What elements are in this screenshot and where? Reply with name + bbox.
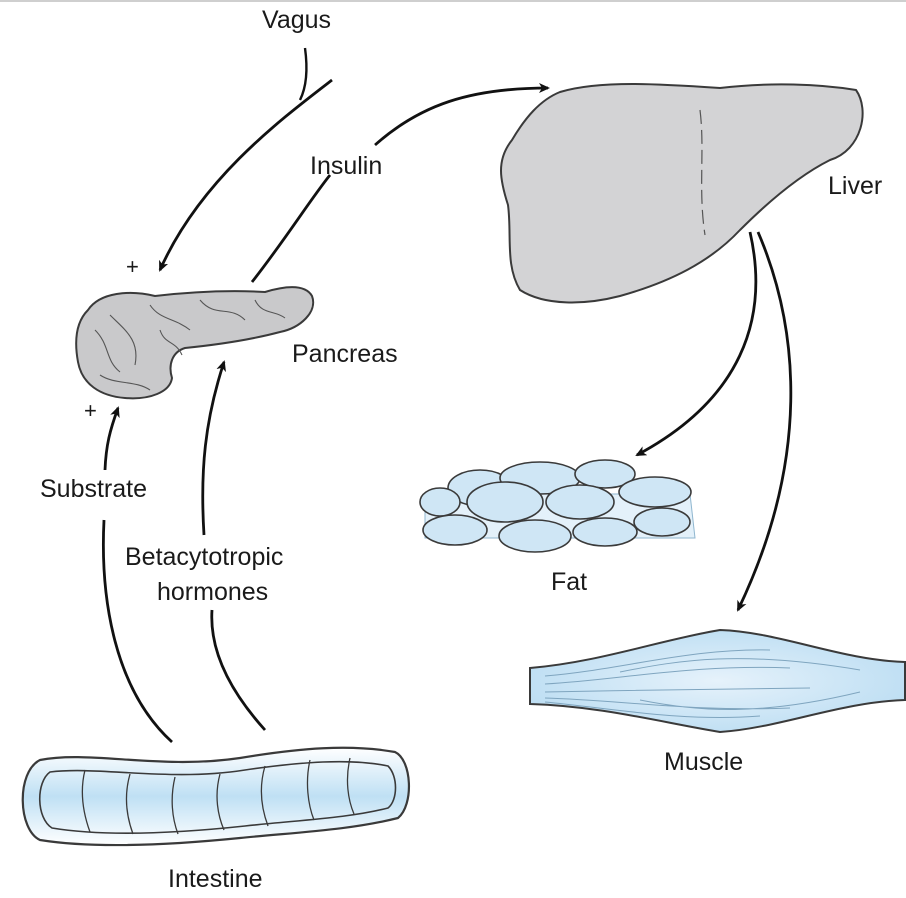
muscle-label: Muscle (664, 748, 744, 776)
betacytotropic-label-line2: hormones (157, 578, 269, 606)
substrate-label: Substrate (40, 475, 148, 503)
fat-tissue-illustration (419, 459, 696, 553)
muscle-illustration (529, 628, 906, 734)
liver-label: Liver (828, 172, 883, 200)
liver-to-muscle-arrow (736, 231, 793, 612)
betacytotropic-arrow (201, 362, 267, 731)
insulin-arrow (250, 88, 548, 283)
intestine-label: Intestine (168, 865, 263, 893)
betacytotropic-label-line1: Betacytotropic (125, 543, 284, 571)
vagus-label: Vagus (262, 6, 332, 34)
pancreas-label: Pancreas (292, 340, 398, 368)
liver-to-fat-arrow (635, 231, 758, 457)
vagus-plus-sign: + (126, 254, 139, 279)
vagus-arrow (158, 78, 333, 272)
intestine-illustration (21, 746, 410, 847)
substrate-arrow (102, 408, 173, 744)
vagus-nerve (158, 47, 333, 272)
fat-label: Fat (551, 568, 588, 596)
insulin-label: Insulin (310, 152, 383, 180)
liver-illustration (500, 83, 864, 304)
pancreas-illustration (75, 286, 315, 400)
substrate-plus-sign: + (84, 398, 97, 423)
